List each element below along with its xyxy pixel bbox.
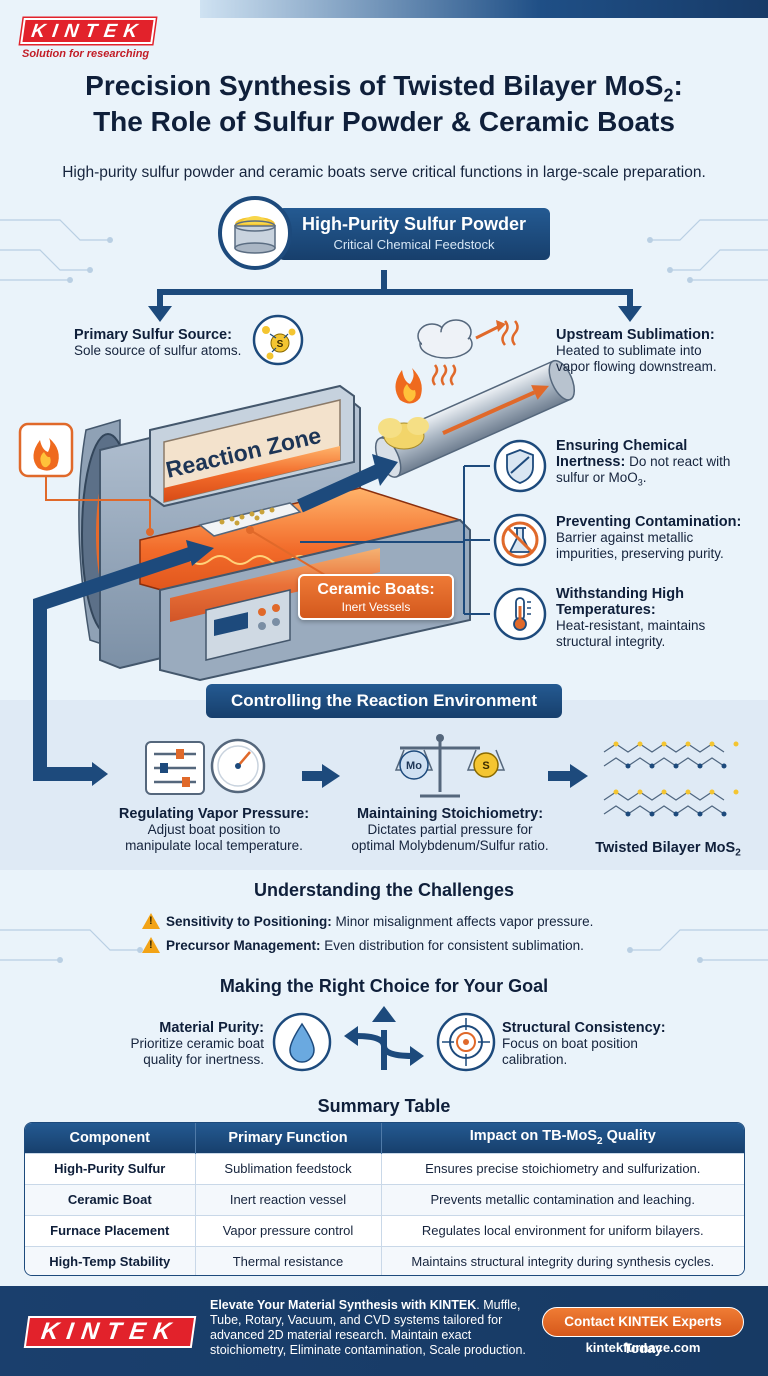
footer-text: Elevate Your Material Synthesis with KIN… <box>210 1298 526 1357</box>
sulfur-split-arrow <box>157 270 633 310</box>
sulfur-atom-icon: S <box>252 314 304 366</box>
structural-consistency-label: Structural Consistency:Focus on boat pos… <box>502 1020 666 1067</box>
table-cell: Sublimation feedstock <box>195 1152 382 1184</box>
table-cell: High-Purity Sulfur <box>25 1152 196 1184</box>
balance-scale-icon: Mo S <box>394 734 506 798</box>
sulfur-subtitle: Critical Chemical Feedstock <box>333 237 495 252</box>
challenges-title: Understanding the Challenges <box>253 880 515 900</box>
ceramic-boat-icon <box>198 502 302 537</box>
challenge-item-1: Sensitivity to Positioning: Minor misali… <box>142 910 593 929</box>
top-decor-band <box>200 0 768 18</box>
fork-arrows-icon <box>355 1030 413 1070</box>
challenge-item-2: Precursor Management: Even distribution … <box>142 934 584 953</box>
page-subtitle: High-purity sulfur powder and ceramic bo… <box>62 164 706 181</box>
quartz-tube <box>374 359 576 478</box>
product-label: Twisted Bilayer MoS2 <box>595 840 741 859</box>
table-cell: Ceramic Boat <box>25 1183 196 1215</box>
contamination-label: Preventing Contamination:Barrier against… <box>556 514 742 561</box>
boats-connector <box>249 529 331 579</box>
table-cell: Inert reaction vessel <box>195 1183 382 1215</box>
column-header: Impact on TB-MoS2 Quality <box>381 1123 744 1153</box>
svg-text:S: S <box>482 760 489 772</box>
sulfur-jar-icon <box>218 196 292 270</box>
flow-arrow-left-loop <box>33 545 199 781</box>
contact-experts-button[interactable]: Contact KINTEK Experts Today <box>542 1307 744 1356</box>
table-cell: Maintains structural integrity during sy… <box>381 1245 744 1275</box>
table-cell: Prevents metallic contamination and leac… <box>381 1183 744 1215</box>
upstream-sublimation-label: Upstream Sublimation:Heated to sublimate… <box>556 327 717 374</box>
table-header-row: Component Primary Function Impact on TB-… <box>25 1123 744 1153</box>
sulfur-vapor-puff <box>378 417 429 450</box>
water-drop-icon <box>272 1012 332 1072</box>
warning-icon <box>142 937 160 953</box>
flame-icon-left <box>18 422 154 536</box>
row-arrow-1 <box>302 764 340 788</box>
row-arrow-2 <box>548 764 588 788</box>
no-contamination-icon <box>493 513 547 567</box>
table-cell: Ensures precise stoichiometry and sulfur… <box>381 1152 744 1184</box>
tube-furnace: Reaction Zone <box>78 384 471 682</box>
warning-icon <box>142 913 160 929</box>
pressure-gauge-icon <box>210 738 266 794</box>
table-row: High-Purity Sulfur Sublimation feedstock… <box>25 1152 744 1184</box>
flame-icon-small <box>395 368 422 404</box>
sulfur-powder-card: High-Purity Sulfur Powder Critical Chemi… <box>218 196 550 270</box>
target-icon <box>436 1012 496 1072</box>
table-cell: Regulates local environment for uniform … <box>381 1214 744 1246</box>
choice-title: Making the Right Choice for Your Goal <box>219 976 549 996</box>
table-cell: Vapor pressure control <box>195 1214 382 1246</box>
page-title-line1: Precision Synthesis of Twisted Bilayer M… <box>85 70 683 106</box>
environment-title: Controlling the Reaction Environment <box>206 684 562 718</box>
ceramic-boats-title: Ceramic Boats: <box>317 581 435 598</box>
column-header: Primary Function <box>195 1123 382 1153</box>
vapor-cloud-icon <box>417 319 506 359</box>
thermometer-icon <box>493 587 547 641</box>
heat-waves-icon <box>431 320 519 386</box>
sulfur-banner: High-Purity Sulfur Powder Critical Chemi… <box>278 208 550 260</box>
logo-tagline: Solution for researching <box>22 48 150 60</box>
primary-sulfur-label: Primary Sulfur Source:Sole source of sul… <box>74 327 242 358</box>
table-cell: Furnace Placement <box>25 1214 196 1246</box>
table-cell: High-Temp Stability <box>25 1245 196 1275</box>
arrow-head-right <box>618 306 642 322</box>
table-cell: Thermal resistance <box>195 1245 382 1275</box>
footer-logo[interactable]: KINTEK <box>23 1316 197 1348</box>
svg-text:Mo: Mo <box>406 760 422 772</box>
bilayer-lattice-icon <box>603 743 725 815</box>
right-bracket-connector <box>300 465 490 615</box>
website-link[interactable]: kintekfurnace.com <box>585 1340 701 1355</box>
table-row: Furnace Placement Vapor pressure control… <box>25 1214 744 1246</box>
table-row: Ceramic Boat Inert reaction vessel Preve… <box>25 1183 744 1215</box>
vapor-pressure-label: Regulating Vapor Pressure:Adjust boat po… <box>118 806 310 853</box>
flow-arrow-through-furnace <box>297 454 398 513</box>
ceramic-boats-tag: Ceramic Boats: Inert Vessels <box>298 574 454 620</box>
stoichiometry-label: Maintaining Stoichiometry:Dictates parti… <box>351 806 549 853</box>
shield-icon <box>493 439 547 493</box>
slider-controls-icon <box>145 741 205 795</box>
ceramic-boats-subtitle: Inert Vessels <box>341 600 411 614</box>
arrow-head-left <box>148 306 172 322</box>
table-row: High-Temp Stability Thermal resistance M… <box>25 1245 744 1275</box>
page-title-line2: The Role of Sulfur Powder & Ceramic Boat… <box>93 106 675 137</box>
column-header: Component <box>25 1123 196 1153</box>
brand-logo[interactable]: KINTEK Solution for researching <box>20 18 156 60</box>
svg-text:S: S <box>277 339 284 350</box>
summary-table: Component Primary Function Impact on TB-… <box>24 1122 745 1276</box>
summary-table-title: Summary Table <box>317 1096 451 1116</box>
sulfur-title: High-Purity Sulfur Powder <box>301 214 526 234</box>
